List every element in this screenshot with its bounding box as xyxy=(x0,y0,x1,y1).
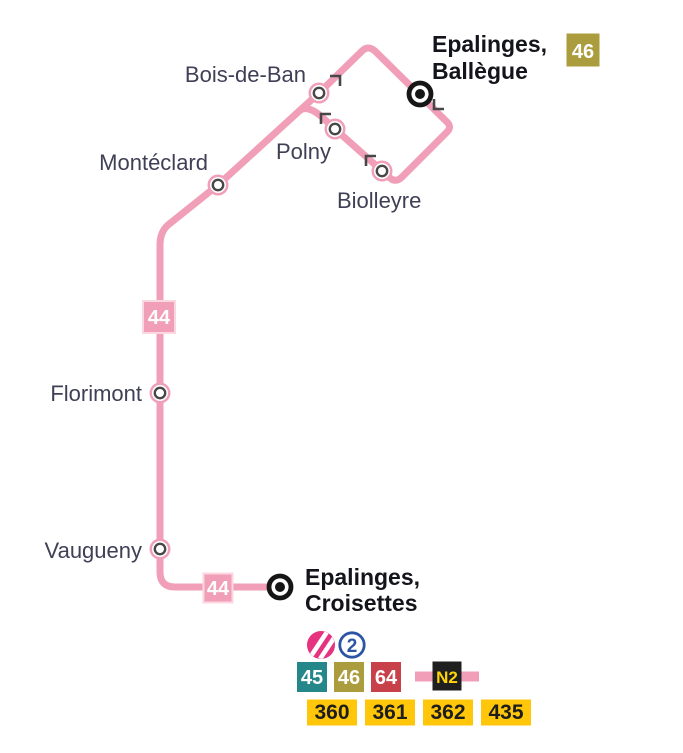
stop-label-florimont: Florimont xyxy=(50,381,142,406)
stop-marker-polny xyxy=(324,118,346,140)
terminus-marker-ballegue xyxy=(406,80,434,108)
stop-marker-vaugueny xyxy=(149,538,171,560)
line-badge-44-mid: 44 xyxy=(142,300,176,334)
legend-badge-64-label: 64 xyxy=(375,667,398,689)
route-line-44 xyxy=(156,44,453,591)
stop-label-bois-de-ban: Bois-de-Ban xyxy=(185,62,306,87)
stop-label-polny: Polny xyxy=(276,139,331,164)
line-badge-46-label: 46 xyxy=(572,41,594,63)
terminus-ballegue-line1: Epalinges, xyxy=(432,31,547,57)
direction-mark-biolleyre xyxy=(364,154,376,166)
stop-marker-monteclard xyxy=(207,174,229,196)
direction-mark-polny xyxy=(319,112,331,124)
legend-badge-46-label: 46 xyxy=(338,667,360,689)
direction-mark-bois-de-ban xyxy=(330,74,342,86)
line-badge-44-bottom: 44 xyxy=(202,572,234,604)
legend-badge-46: 46 xyxy=(334,662,364,692)
stop-label-biolleyre: Biolleyre xyxy=(337,188,421,213)
stop-label-vaugueny: Vaugueny xyxy=(45,538,142,563)
stop-marker-biolleyre xyxy=(371,160,393,182)
line-badge-44-bottom-label: 44 xyxy=(207,578,230,600)
terminus-label-croisettes: Epalinges, Croisettes xyxy=(305,564,420,616)
legend-badge-n2-label: N2 xyxy=(436,668,458,687)
stop-marker-florimont xyxy=(149,382,171,404)
stop-label-monteclard: Montéclard xyxy=(99,150,208,175)
legend-badge-361-label: 361 xyxy=(372,701,407,724)
metro-line-2-label: 2 xyxy=(347,636,358,657)
terminus-croisettes-line2: Croisettes xyxy=(305,590,417,616)
legend-badge-435-label: 435 xyxy=(488,701,523,724)
terminus-label-ballegue: Epalinges, Ballègue xyxy=(432,31,547,84)
line-badge-44-mid-label: 44 xyxy=(148,307,171,329)
legend-badge-360: 360 xyxy=(307,699,357,726)
terminus-croisettes-line1: Epalinges, xyxy=(305,564,420,590)
metro-m-icon xyxy=(307,631,335,659)
legend-badge-362: 362 xyxy=(423,699,473,726)
terminus-ballegue-line2: Ballègue xyxy=(432,58,528,84)
line-badge-46-terminus: 46 xyxy=(566,33,600,67)
legend-badge-362-label: 362 xyxy=(430,701,465,724)
legend-badge-45: 45 xyxy=(297,662,327,692)
metro-line-2-icon: 2 xyxy=(338,631,366,659)
legend-badge-64: 64 xyxy=(371,662,401,692)
legend-badge-435: 435 xyxy=(481,699,531,726)
legend-badge-n2: N2 xyxy=(415,661,479,691)
stop-marker-bois-de-ban xyxy=(308,82,330,104)
legend-badge-361: 361 xyxy=(365,699,415,726)
legend-badge-360-label: 360 xyxy=(314,701,349,724)
direction-mark-ballegue xyxy=(432,99,444,111)
legend-badge-45-label: 45 xyxy=(301,667,323,689)
terminus-marker-croisettes xyxy=(266,573,294,601)
